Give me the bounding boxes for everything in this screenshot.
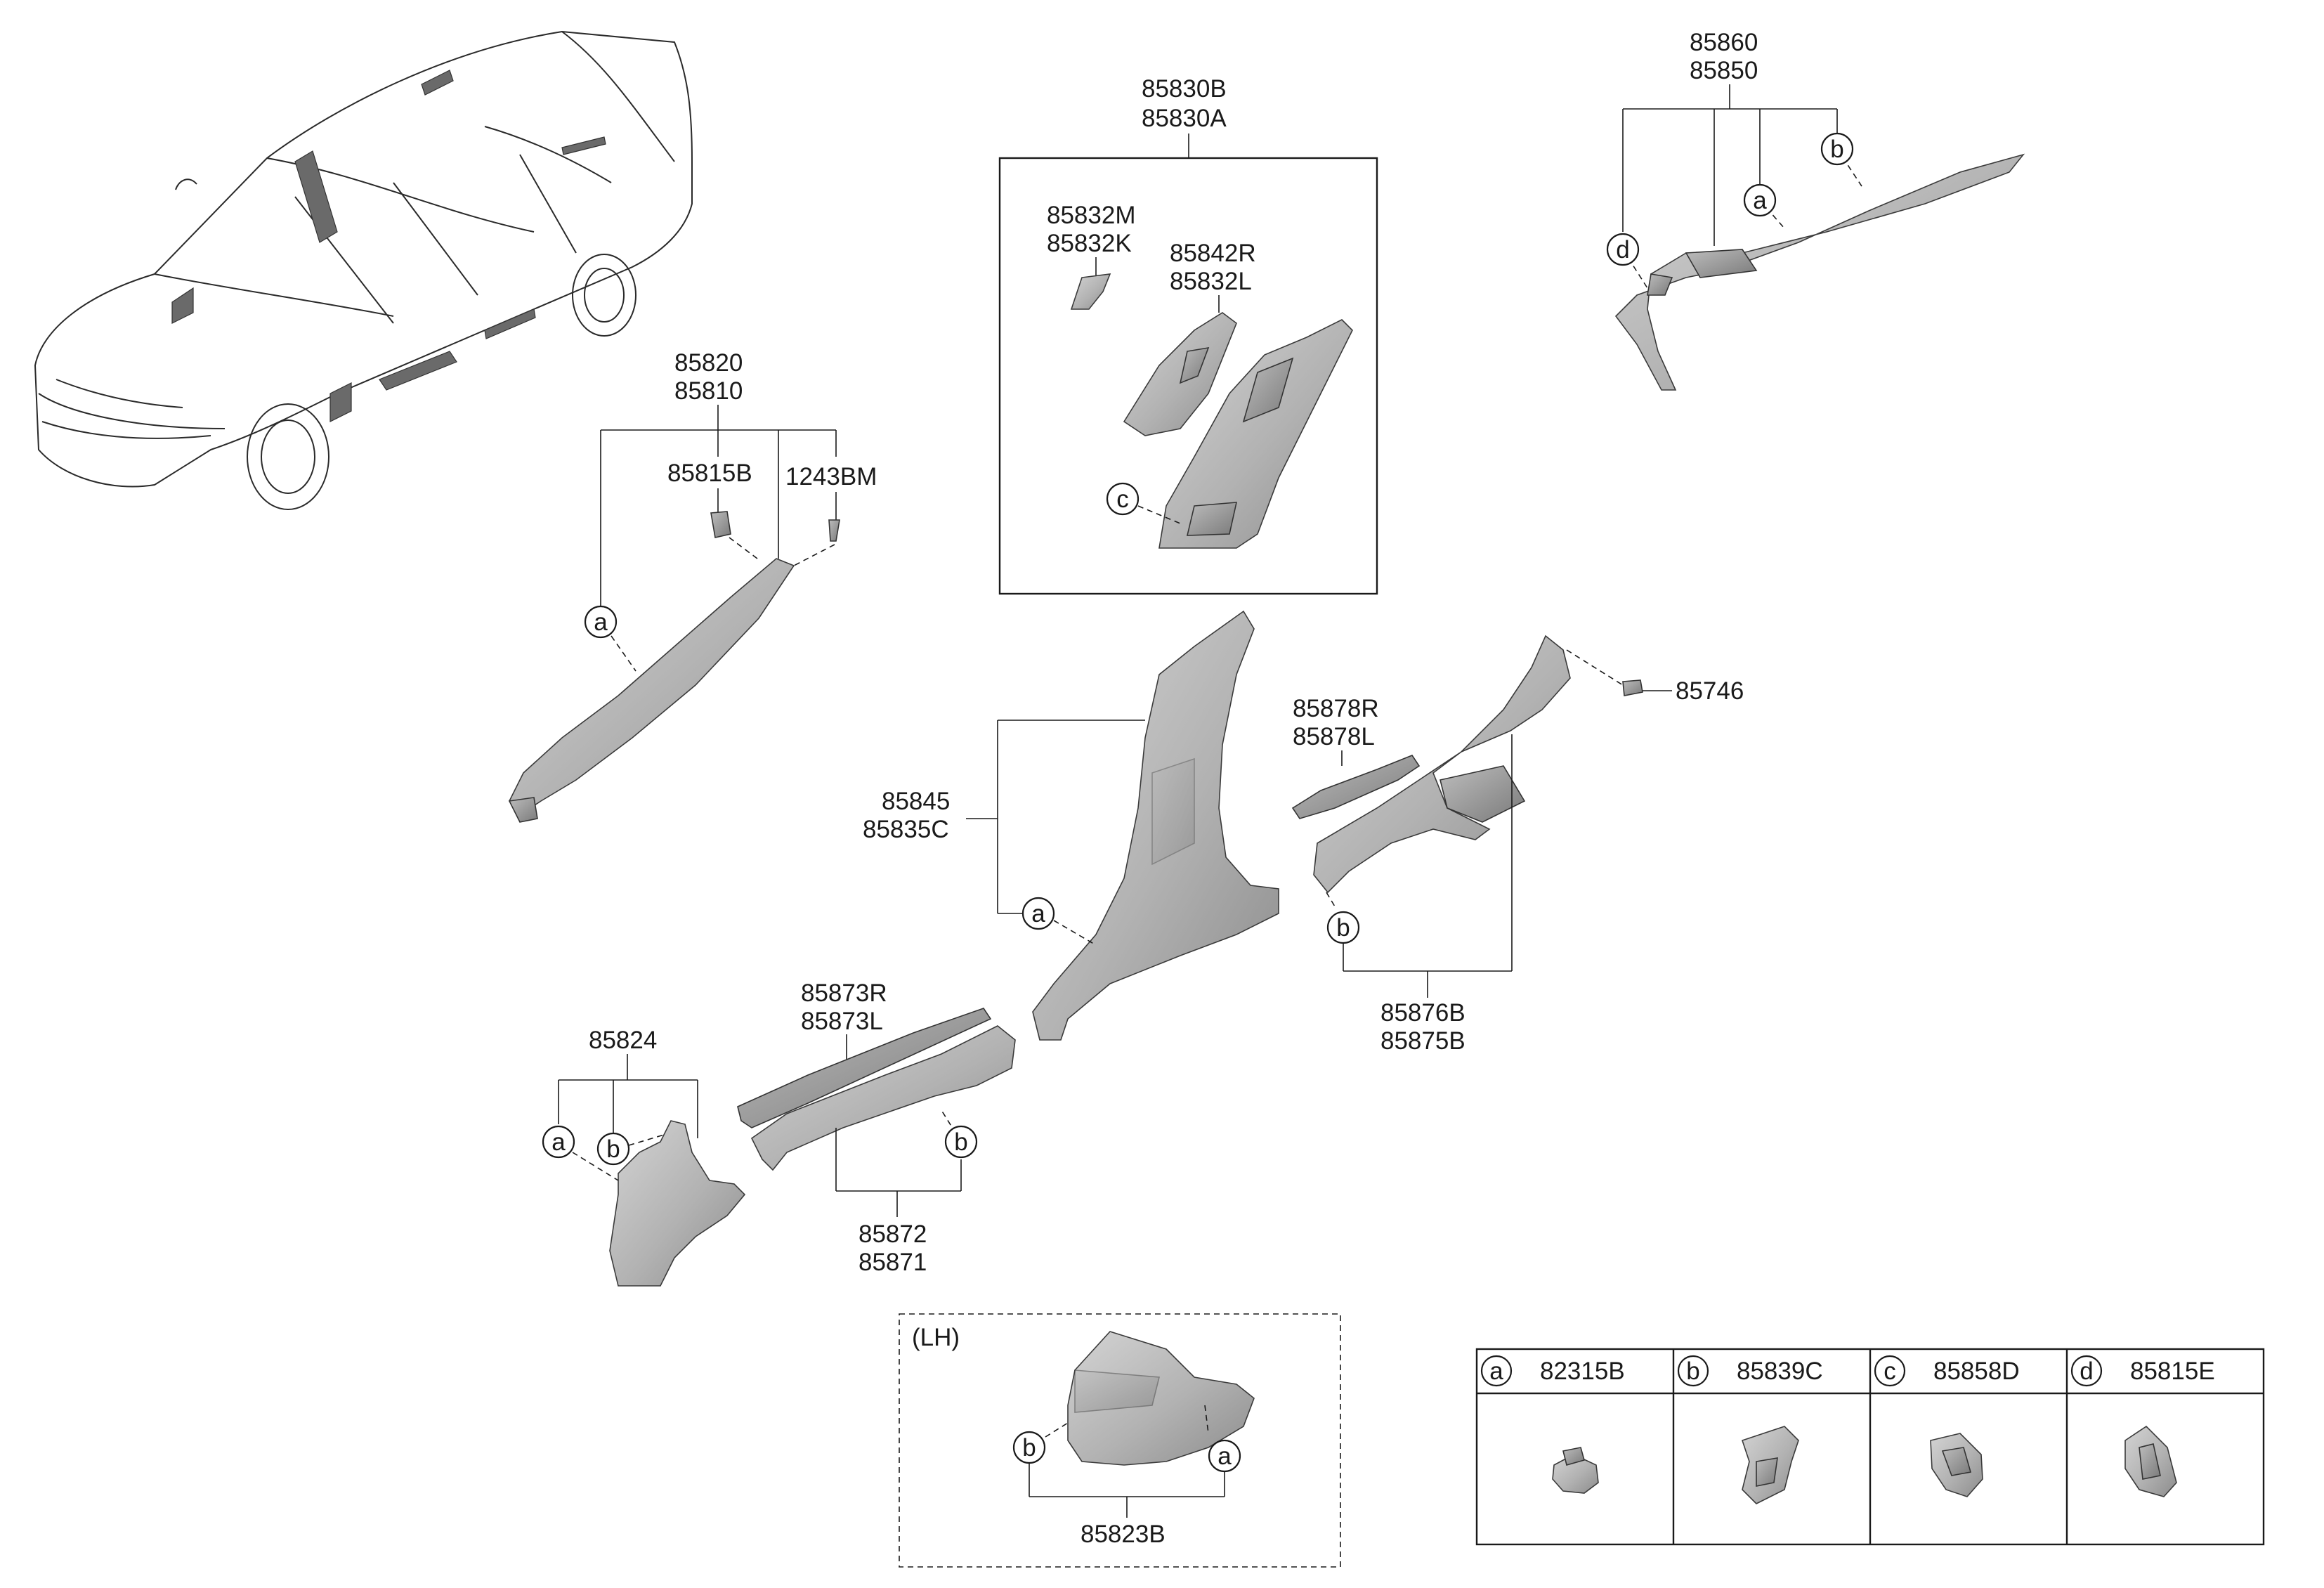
label-85850-text: 85850 [1690, 57, 1758, 84]
part-85878r-scuff [1291, 755, 1421, 819]
legend-letter-a: a [1489, 1358, 1503, 1385]
label-85810: 85810 [674, 377, 743, 405]
part-85820-a-pillar [509, 558, 795, 816]
label-85815b: 85815B [667, 460, 752, 487]
group-85872: 85873R 85873L b 85872 85871 [737, 980, 1016, 1276]
fastener-legend-table: a 82315B b 85839C c 85858D d 85815E [1475, 1348, 2265, 1546]
label-85872: 85872 [859, 1221, 927, 1248]
label-85873l: 85873L [801, 1008, 883, 1035]
group-85824: 85824 a b [542, 1027, 746, 1287]
callout-b-5: b [1022, 1434, 1036, 1462]
group-box [998, 157, 1378, 595]
part-85832m [1070, 273, 1111, 310]
legend-letter-b: b [1686, 1358, 1699, 1385]
label-85832k: 85832K [1047, 230, 1132, 257]
legend-cell-d: d 85815E [2070, 1355, 2215, 1497]
label-85830a: 85830A [1142, 105, 1227, 132]
label-85746: 85746 [1676, 677, 1744, 705]
part-85830-pillar [1158, 319, 1353, 549]
part-85823b [1067, 1331, 1255, 1466]
label-85845: 85845 [882, 788, 950, 815]
callout-a-4: a [551, 1128, 566, 1156]
group-85830: 85830B 85830A 85832M 85832K 85842R 85832… [998, 75, 1378, 595]
callout-c-1: c [1116, 486, 1129, 513]
part-85873r-scuff [737, 1008, 992, 1128]
callout-a-1: a [1753, 187, 1767, 214]
label-85876b: 85876B [1380, 999, 1465, 1027]
legend-part-b: 85839C [1737, 1358, 1823, 1385]
label-85835c: 85835C [863, 816, 949, 843]
callout-b-2: b [1336, 914, 1350, 942]
callout-b-3: b [954, 1128, 967, 1156]
callout-a-2: a [594, 608, 608, 636]
callout-d-1: d [1616, 236, 1629, 263]
legend-part-c: 85858D [1933, 1358, 2020, 1385]
part-85824-kick-panel [609, 1120, 746, 1287]
label-85875b: 85875B [1380, 1027, 1465, 1055]
label-85842r: 85842R [1170, 240, 1256, 267]
lh-box [899, 1313, 1341, 1568]
callout-a-3: a [1031, 900, 1045, 928]
label-85824: 85824 [589, 1027, 657, 1054]
vehicle-illustration [34, 30, 693, 510]
legend-letter-d: d [2080, 1358, 2093, 1385]
label-85832l: 85832L [1170, 268, 1252, 295]
group-85860: 85860 85850 b a d [1606, 29, 2025, 391]
part-85842r [1123, 312, 1237, 436]
part-85746-group: 85746 [1566, 649, 1744, 705]
label-85823b: 85823B [1081, 1521, 1166, 1548]
group-85820: 85820 85810 85815B 1243BM a [508, 349, 877, 823]
callout-a-5: a [1218, 1443, 1232, 1470]
legend-letter-c: c [1884, 1358, 1896, 1385]
label-85878r: 85878R [1293, 695, 1379, 722]
group-85845: 85845 85835C a [863, 610, 1279, 1041]
legend-cell-a: a 82315B [1480, 1355, 1625, 1494]
part-85872-sill [750, 1025, 1016, 1171]
label-85830b: 85830B [1142, 75, 1227, 103]
label-85820: 85820 [674, 349, 743, 377]
label-85832m: 85832M [1047, 202, 1135, 229]
group-lh-85823b: (LH) b a 85823B [899, 1313, 1341, 1568]
label-85871: 85871 [859, 1249, 927, 1276]
legend-part-d: 85815E [2130, 1358, 2215, 1385]
label-1243bm: 1243BM [785, 463, 877, 490]
part-85860-trim [1614, 153, 2025, 391]
label-85878l: 85878L [1293, 723, 1375, 750]
legend-cell-b: b 85839C [1677, 1355, 1823, 1504]
callout-b-1: b [1830, 136, 1843, 163]
group-85876: 85878R 85878L b 85876B 85875B [1291, 634, 1571, 1055]
label-85860: 85860 [1690, 29, 1758, 56]
label-85873r: 85873R [801, 980, 887, 1007]
callout-b-4: b [606, 1135, 620, 1163]
label-lh: (LH) [912, 1324, 960, 1351]
part-85876b-trim [1313, 634, 1571, 894]
legend-cell-c: c 85858D [1874, 1355, 2020, 1497]
legend-part-a: 82315B [1540, 1358, 1625, 1385]
